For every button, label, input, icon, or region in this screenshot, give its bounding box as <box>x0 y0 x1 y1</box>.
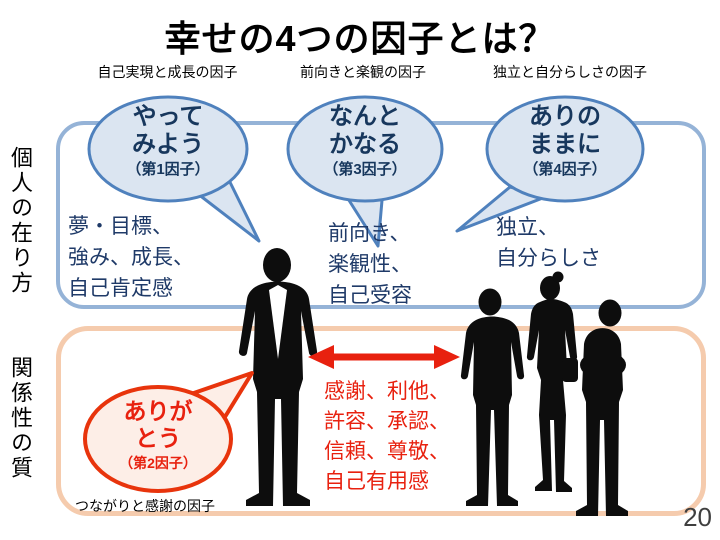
bubble-factor1-main: やって みよう <box>132 103 204 158</box>
description-factor2: 感謝、利他、 許容、承認、 信頼、尊敬、 自己有用感 <box>324 380 450 493</box>
bubble-factor3-text: なんと かなる （第3因子） <box>300 103 430 180</box>
connection-factor-label: つながりと感謝の因子 <box>75 498 215 514</box>
mutual-arrow-icon <box>308 345 460 369</box>
group-silhouette <box>460 271 628 516</box>
shirt-shape <box>269 285 287 359</box>
description-factor1: 夢・目標、 強み、成長、 自己肯定感 <box>68 215 194 300</box>
bubble-factor2-main: ありが とう <box>123 398 193 451</box>
person-silhouette-woman <box>526 271 578 492</box>
description-factor4: 独立、 自分らしさ <box>496 216 601 270</box>
factor-group-label-optimism: 前向きと楽観の因子 <box>300 64 426 80</box>
page-number: 20 <box>683 502 712 532</box>
relational-section-box <box>56 326 706 516</box>
relational-side-label: 関係性の質 <box>8 356 33 481</box>
factor-group-label-growth: 自己実現と成長の因子 <box>97 64 238 80</box>
factor-group-label-independence: 独立と自分らしさの因子 <box>493 64 647 80</box>
bag-shape <box>562 358 578 382</box>
bubble-factor4-main: ありの ままに <box>529 103 601 158</box>
bubble-factor2-sub: （第2因子） <box>119 455 197 471</box>
bubble-factor4-text: ありの ままに （第4因子） <box>500 103 630 180</box>
person-silhouette-right-man <box>576 299 628 516</box>
bubble-factor2-text: ありが とう （第2因子） <box>93 398 223 473</box>
personal-side-label: 個人の在り方 <box>8 146 33 296</box>
slide-title: 幸せの4つの因子とは？ <box>164 18 556 59</box>
bubble-factor4-sub: （第4因子） <box>523 161 607 178</box>
bubble-factor1-text: やって みよう （第1因子） <box>103 103 233 180</box>
bubble-factor1-sub: （第1因子） <box>126 161 210 178</box>
businessman-silhouette <box>238 248 318 506</box>
person-silhouette-left-man <box>460 288 525 506</box>
bubble-factor3-sub: （第3因子） <box>323 161 407 178</box>
description-factor3: 前向き、 楽観性、 自己受容 <box>328 222 412 307</box>
bubble-factor3-main: なんと かなる <box>329 103 401 158</box>
